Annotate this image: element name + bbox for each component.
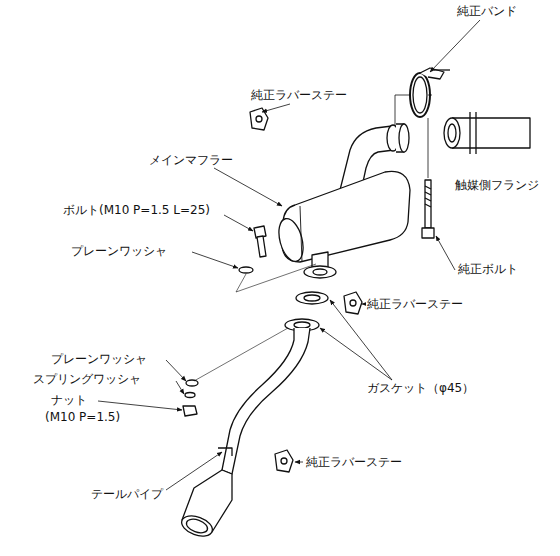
part-label: (M10 P=1.5) <box>44 410 121 424</box>
catalyst-flange <box>444 112 530 154</box>
band-label: 純正バンド <box>456 4 518 18</box>
band-clamp <box>410 68 450 117</box>
part-label: 純正ラバーステー <box>305 455 403 469</box>
part-label: プレーンワッシャ <box>70 244 168 258</box>
part-label: メインマフラー <box>148 153 234 167</box>
rubber-stay-hole <box>281 458 287 464</box>
part-label: 純正ボルト <box>457 262 519 276</box>
part-label: テールパイプ <box>90 487 164 501</box>
rubber-stay <box>275 450 293 472</box>
part-label: 純正ラバーステー <box>366 297 464 311</box>
part-label: スプリングワッシャ <box>32 372 142 386</box>
part-label: 純正ラバーステー <box>250 88 348 102</box>
part-label: プレーンワッシャ <box>50 352 148 366</box>
muffler-flange <box>304 252 336 278</box>
main-muffler <box>275 171 410 264</box>
washers-nut <box>183 380 198 416</box>
genuine-bolt <box>422 118 434 238</box>
part-label: 触媒側フランジ <box>454 178 540 192</box>
gasket <box>296 292 328 304</box>
rubber-stay <box>344 292 362 314</box>
part-label: ガスケット（φ45） <box>366 381 475 395</box>
m10-bolt <box>239 226 266 273</box>
rubber-stay-hole <box>350 300 356 306</box>
rubber-stay-hole <box>256 116 262 122</box>
tail-pipe <box>179 319 319 540</box>
part-label: ナット <box>50 393 88 407</box>
part-label: ボルト(M10 P=1.5 L=25) <box>62 203 211 217</box>
